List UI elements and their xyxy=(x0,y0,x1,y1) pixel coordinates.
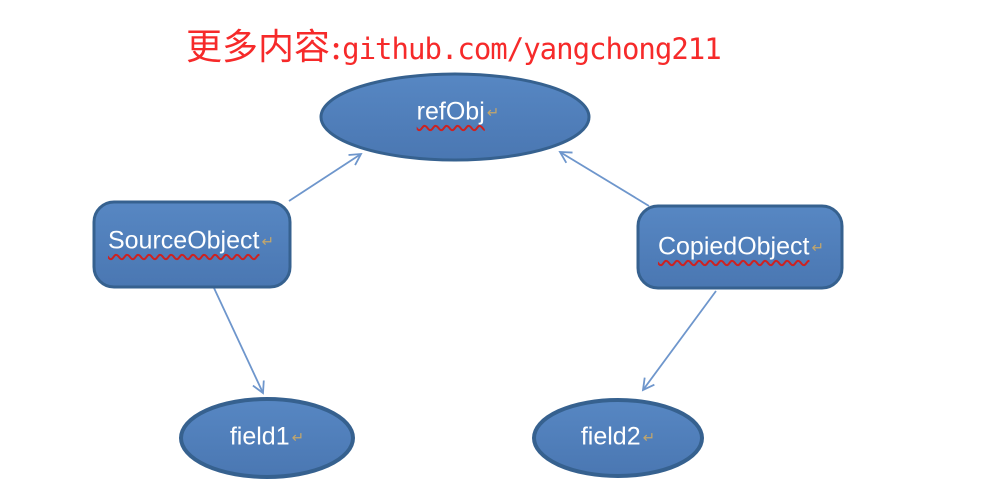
node-copiedobject-shape xyxy=(636,204,844,290)
node-label-text: CopiedObject xyxy=(657,232,810,261)
node-label-field2: field2↵ xyxy=(581,423,655,452)
node-label-refobj: refObj↵ xyxy=(417,98,500,127)
paragraph-mark-icon: ↵ xyxy=(291,429,305,447)
node-label-text: field2 xyxy=(580,422,641,451)
edge-sourceobject-to-field1 xyxy=(213,287,265,395)
header-link-text: github.com/yangchong211 xyxy=(342,32,722,66)
node-label-text: field1 xyxy=(229,422,290,451)
node-label-copiedobject: CopiedObject↵ xyxy=(658,233,824,262)
node-field2-shape xyxy=(532,398,704,478)
node-label-text: refObj xyxy=(416,97,485,126)
node-label-sourceobject: SourceObject↵ xyxy=(108,227,274,256)
node-refobj-shape xyxy=(319,72,591,162)
edge-copiedobject-to-refobj xyxy=(558,151,650,207)
paragraph-mark-icon: ↵ xyxy=(486,104,500,122)
node-sourceobject-shape xyxy=(92,200,292,289)
paragraph-mark-icon: ↵ xyxy=(642,429,656,447)
node-field1-shape xyxy=(179,397,355,479)
paragraph-mark-icon: ↵ xyxy=(261,233,275,251)
header-watermark: 更多内容:github.com/yangchong211 xyxy=(186,27,722,68)
edge-sourceobject-to-refobj xyxy=(288,152,363,202)
paragraph-mark-icon: ↵ xyxy=(811,239,825,257)
edge-copiedobject-to-field2 xyxy=(641,290,717,392)
node-label-field1: field1↵ xyxy=(230,423,304,452)
header-cjk-text: 更多内容: xyxy=(186,27,343,68)
node-label-text: SourceObject xyxy=(107,226,260,255)
